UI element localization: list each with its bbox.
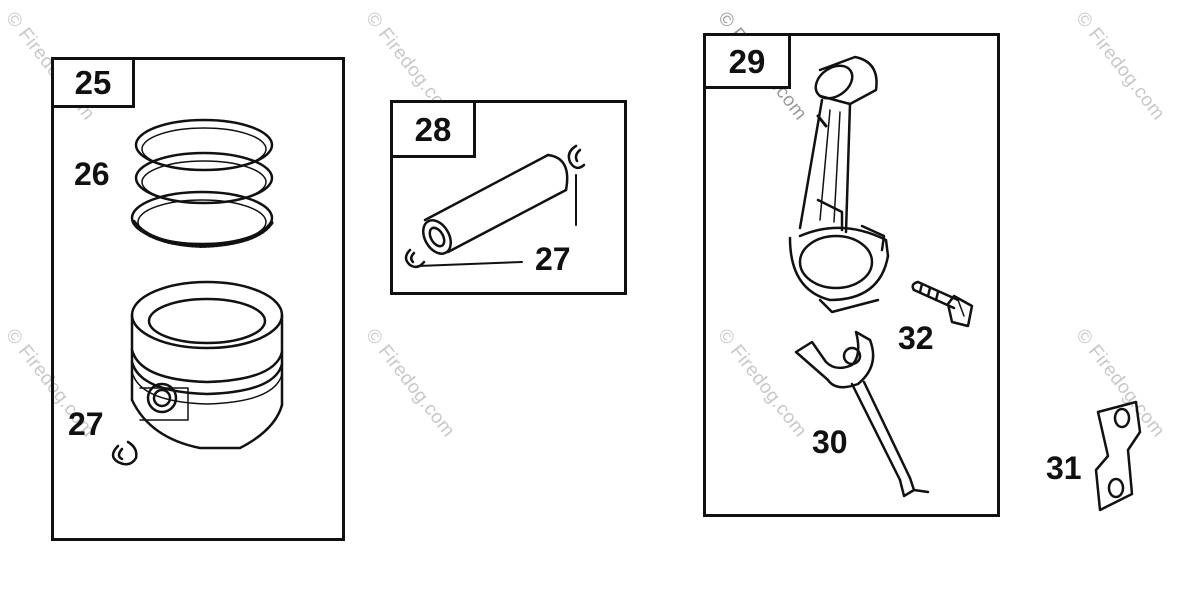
callout-31: 31 [1046,450,1082,486]
group-label-25: 25 [51,57,135,108]
group-label-29: 29 [703,33,791,89]
oil-dipper-drawing [794,330,930,498]
callout-27-pin: 27 [535,241,571,277]
retainer-clip-drawing [111,440,138,466]
piston-rings-drawing [130,118,274,248]
pin-retainer-clips-drawing [404,144,586,269]
rod-bolt-drawing [911,280,974,328]
group-label-28: 28 [390,100,476,158]
callout-30: 30 [812,424,848,460]
group-box-pin-assembly: 28 [390,100,627,295]
connecting-rod-drawing [788,55,890,314]
callout-27-piston: 27 [68,406,104,442]
callout-26: 26 [74,156,110,192]
lock-plate-drawing [1094,400,1142,512]
group-box-rod-assembly: 29 [703,33,1000,517]
piston-pin-drawing [422,153,569,255]
callout-32: 32 [898,320,934,356]
piston-drawing [130,280,284,450]
group-box-piston-assembly: 25 [51,57,345,541]
